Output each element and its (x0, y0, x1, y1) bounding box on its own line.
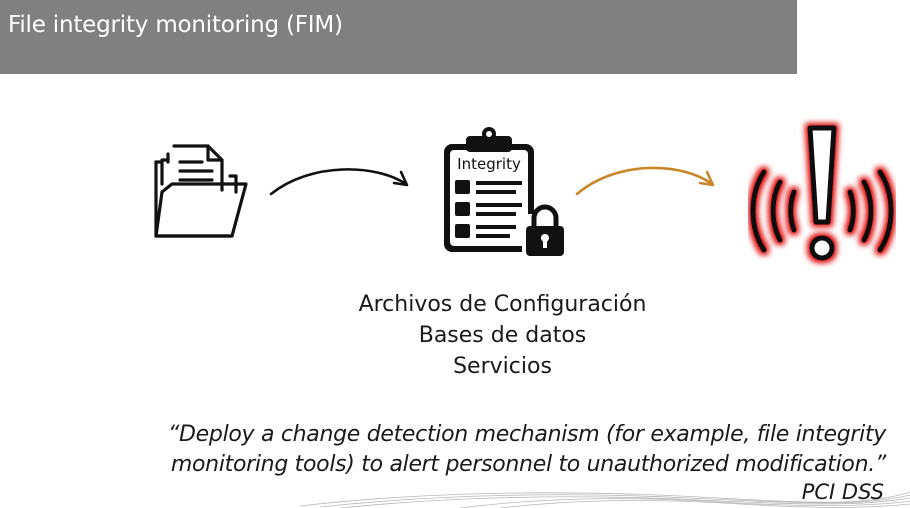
title-bar: File integrity monitoring (FIM) (0, 0, 797, 74)
page-title: File integrity monitoring (FIM) (8, 12, 343, 38)
clipboard-label: Integrity (457, 155, 521, 173)
quote-source: PCI DSS (801, 480, 884, 504)
wave-decoration (300, 491, 910, 508)
scope-item: Archivos de Configuración (358, 292, 647, 317)
quote-line: “Deploy a change detection mechanism (fo… (167, 422, 886, 447)
arrow-right-icon (269, 168, 409, 196)
quote-line: monitoring tools) to alert personnel to … (170, 452, 886, 477)
scope-item: Bases de datos (418, 323, 587, 348)
folder-icon (154, 144, 248, 238)
quote: “Deploy a change detection mechanism (fo… (60, 420, 886, 480)
arrow-right-icon (575, 166, 715, 196)
alert-icon (750, 125, 894, 261)
clipboard-integrity-icon: Integrity (444, 127, 566, 256)
scope-item: Servicios (453, 354, 552, 379)
scope-list: Archivos de Configuración Bases de datos… (330, 289, 675, 382)
